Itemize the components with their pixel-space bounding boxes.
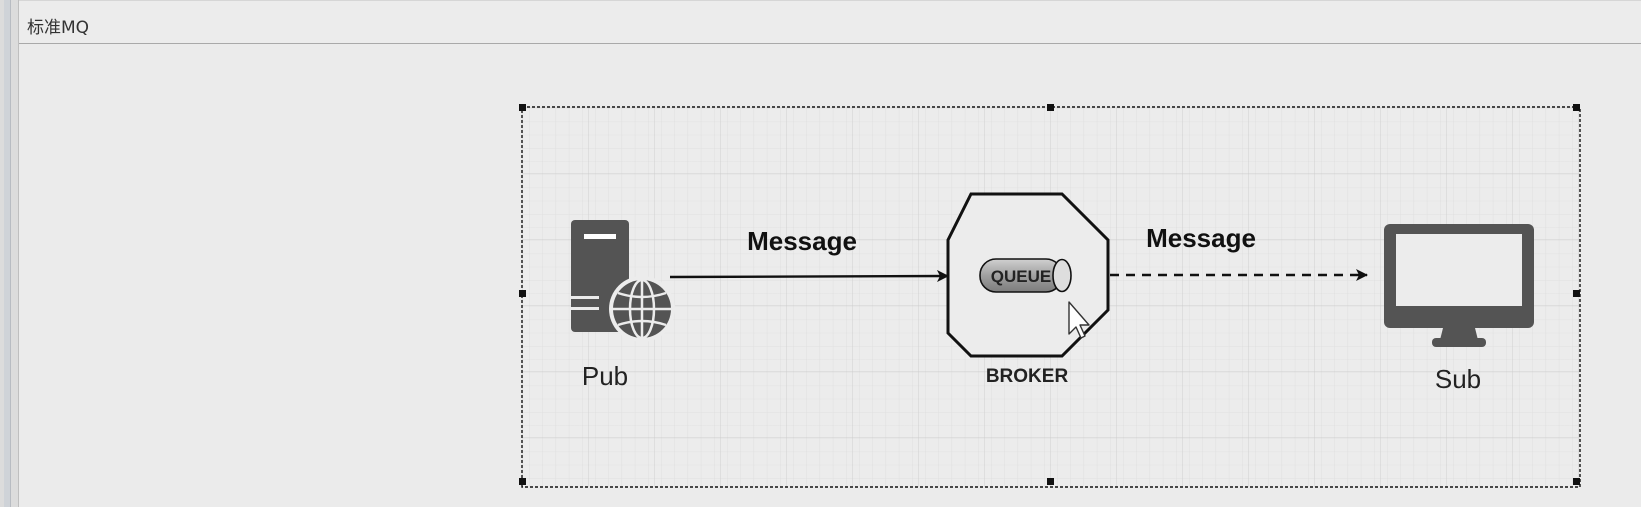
monitor-icon[interactable]: [1384, 224, 1534, 347]
selection-handles[interactable]: [519, 104, 1580, 485]
queue-icon[interactable]: QUEUE: [979, 258, 1072, 293]
subscriber-label: Sub: [1435, 364, 1481, 394]
queue-label: QUEUE: [991, 267, 1051, 286]
mouse-cursor-icon: [1068, 301, 1090, 339]
edge-pub-broker-label: Message: [747, 226, 857, 256]
edge-broker-sub-label: Message: [1146, 223, 1256, 253]
edge-pub-to-broker[interactable]: [669, 270, 949, 283]
panel-header: 标准MQ: [19, 0, 1641, 44]
window-left-edge-bar: [4, 0, 11, 507]
publisher-label: Pub: [582, 361, 628, 391]
broker-label: BROKER: [986, 366, 1069, 387]
window-left-edge: [0, 0, 19, 507]
server-globe-icon[interactable]: [571, 220, 675, 342]
panel-title: 标准MQ: [27, 18, 90, 38]
